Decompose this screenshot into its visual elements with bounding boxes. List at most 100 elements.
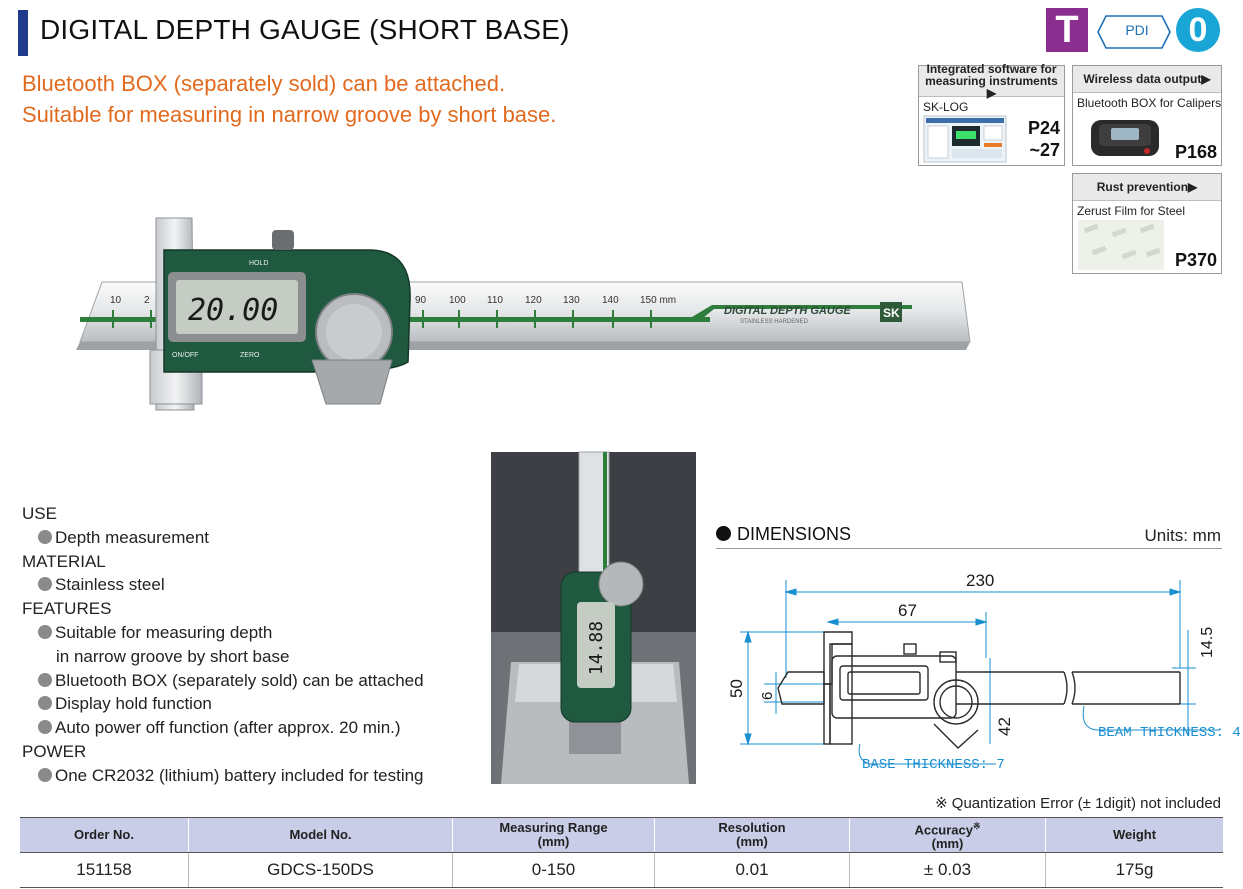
subtitle-line-2: Suitable for measuring in narrow groove …: [22, 102, 557, 127]
feature-item: Bluetooth BOX (separately sold) can be a…: [38, 671, 424, 691]
cell-weight: 175g: [1045, 852, 1223, 888]
use-photo: 14.88: [491, 451, 696, 784]
col-order-no: Order No.: [20, 817, 189, 853]
col-accuracy: Accuracy※ (mm): [849, 817, 1046, 853]
power-heading: POWER: [22, 742, 87, 761]
bullet-icon: [38, 720, 52, 734]
material-item: Stainless steel: [38, 575, 165, 595]
feature-item-label: Display hold function: [55, 694, 212, 713]
feature-item: Suitable for measuring depth: [38, 623, 272, 643]
on-off-label: ON/OFF: [172, 352, 198, 359]
ref-wireless-heading-label: Wireless data output: [1083, 72, 1202, 86]
arrow-right-icon: ▶: [1188, 180, 1198, 194]
feature-item-label: Suitable for measuring depth: [55, 623, 273, 642]
ref-wireless-name: Bluetooth BOX for Calipers: [1077, 96, 1222, 110]
hold-knob-icon: [272, 230, 294, 250]
col-range: Measuring Range(mm): [452, 817, 655, 853]
ref-software-page-2: ~27: [1029, 140, 1060, 160]
units-label: Units: mm: [1144, 526, 1222, 545]
cell-order-no: 151158: [20, 852, 189, 888]
scale-label: 90: [415, 295, 427, 306]
quantization-note: ※ Quantization Error (± 1digit) not incl…: [935, 795, 1221, 812]
hold-label: HOLD: [249, 260, 268, 267]
col-weight: Weight: [1045, 817, 1223, 853]
power-item: One CR2032 (lithium) battery included fo…: [38, 766, 424, 786]
ref-rust-page: P370: [1174, 250, 1217, 270]
use-item-label: Depth measurement: [55, 528, 210, 547]
ref-wireless-page: P168: [1174, 142, 1217, 162]
feature-item-label: Bluetooth BOX (separately sold) can be a…: [55, 671, 424, 690]
bullet-icon: [716, 526, 731, 541]
ref-software-page-1: P24: [1027, 118, 1060, 138]
features-heading: FEATURES: [22, 599, 112, 618]
dim-beam-thickness: BEAM THICKNESS: 4: [1098, 725, 1241, 741]
col-resolution-label: Resolution: [718, 820, 786, 835]
table-row: 151158 GDCS-150DS 0-150 0.01 ± 0.03 175g: [20, 852, 1223, 888]
dim-beam-width: 14.5: [1199, 627, 1216, 658]
use-item: Depth measurement: [38, 528, 209, 548]
dim-base-height: 6: [759, 692, 776, 700]
ref-box-wireless[interactable]: Wireless data output ▶ Bluetooth BOX for…: [1072, 65, 1222, 166]
ref-rust-name: Zerust Film for Steel: [1077, 204, 1186, 218]
scale-label: 120: [525, 295, 542, 306]
scale-label: 140: [602, 295, 619, 306]
col-resolution: Resolution(mm): [654, 817, 850, 853]
ref-box-software[interactable]: Integrated software for measuring instru…: [918, 63, 1065, 166]
t-badge-icon: T: [1046, 8, 1088, 52]
sk-logo-label: SK: [883, 306, 900, 320]
dimensions-drawing: 230 67 50 6 42 14.5 BASE THICKNESS: 7 BE…: [727, 571, 1241, 773]
page-title: DIGITAL DEPTH GAUGE (SHORT BASE): [40, 14, 570, 45]
ref-wireless-heading: Wireless data output ▶: [1073, 66, 1221, 93]
software-screenshot-icon: [923, 115, 1007, 163]
dimensions-heading-label: DIMENSIONS: [737, 524, 852, 544]
feature-item: Auto power off function (after approx. 2…: [38, 718, 401, 738]
bullet-icon: [38, 577, 52, 591]
scale-label: 100: [449, 295, 466, 306]
table-header-row: Order No. Model No. Measuring Range(mm) …: [20, 817, 1223, 853]
bullet-icon: [38, 530, 52, 544]
feature-item-label: Auto power off function (after approx. 2…: [55, 718, 401, 737]
material-heading: MATERIAL: [22, 552, 106, 571]
sk-logo-icon: [880, 302, 902, 322]
arrow-right-icon: ▶: [986, 86, 997, 100]
col-model-no: Model No.: [188, 817, 453, 853]
ref-software-heading-line-1: Integrated software for: [926, 62, 1057, 76]
ref-rust-heading-label: Rust prevention: [1096, 180, 1189, 194]
bullet-icon: [38, 673, 52, 687]
feature-item-continued: in narrow groove by short base: [56, 647, 290, 666]
scale-label: 150 mm: [640, 295, 676, 306]
scale-label: 110: [487, 295, 503, 306]
subtitle-line-1: Bluetooth BOX (separately sold) can be a…: [22, 71, 506, 96]
dim-body-height: 42: [995, 717, 1014, 736]
col-accuracy-label: Accuracy: [914, 822, 973, 838]
zero-label: ZERO: [240, 352, 260, 359]
pdi-badge-icon: [1097, 15, 1171, 49]
arrow-right-icon: ▶: [1201, 72, 1211, 86]
col-accuracy-unit: (mm): [931, 836, 964, 852]
ref-box-rust[interactable]: Rust prevention ▶ Zerust Film for Steel …: [1072, 173, 1222, 274]
ref-software-heading-line-2: measuring instruments: [925, 74, 1058, 88]
product-photo: 10 2 90 100 110 120 130 140 150 mm DIGIT…: [76, 217, 971, 411]
pdi-badge-label: PDI: [1125, 22, 1149, 38]
zero-badge-icon: 0: [1176, 8, 1220, 52]
scale-label: 2: [144, 295, 150, 306]
use-heading: USE: [22, 504, 57, 523]
feature-item: Display hold function: [38, 694, 212, 714]
cell-accuracy: ± 0.03: [849, 852, 1046, 888]
bluetooth-box-icon: [1091, 120, 1159, 156]
dimensions-heading: DIMENSIONS: [716, 524, 851, 545]
beam-brand-label: DIGITAL DEPTH GAUGE: [724, 305, 851, 317]
dimensions-divider: [716, 548, 1222, 549]
use-photo-lcd: [577, 602, 615, 688]
dim-base-thickness: BASE THICKNESS: 7: [862, 757, 1005, 773]
ref-software-heading: Integrated software for measuring instru…: [919, 63, 1064, 100]
cell-range: 0-150: [452, 852, 655, 888]
material-item-label: Stainless steel: [55, 575, 165, 594]
dim-body-length: 67: [898, 601, 917, 620]
zerust-film-icon: [1078, 220, 1164, 270]
col-resolution-unit: (mm): [736, 834, 768, 849]
title-accent-bar: [18, 10, 28, 56]
col-accuracy-mark: ※: [973, 820, 981, 831]
cell-model-no: GDCS-150DS: [188, 852, 453, 888]
spec-table: Order No. Model No. Measuring Range(mm) …: [20, 817, 1223, 888]
